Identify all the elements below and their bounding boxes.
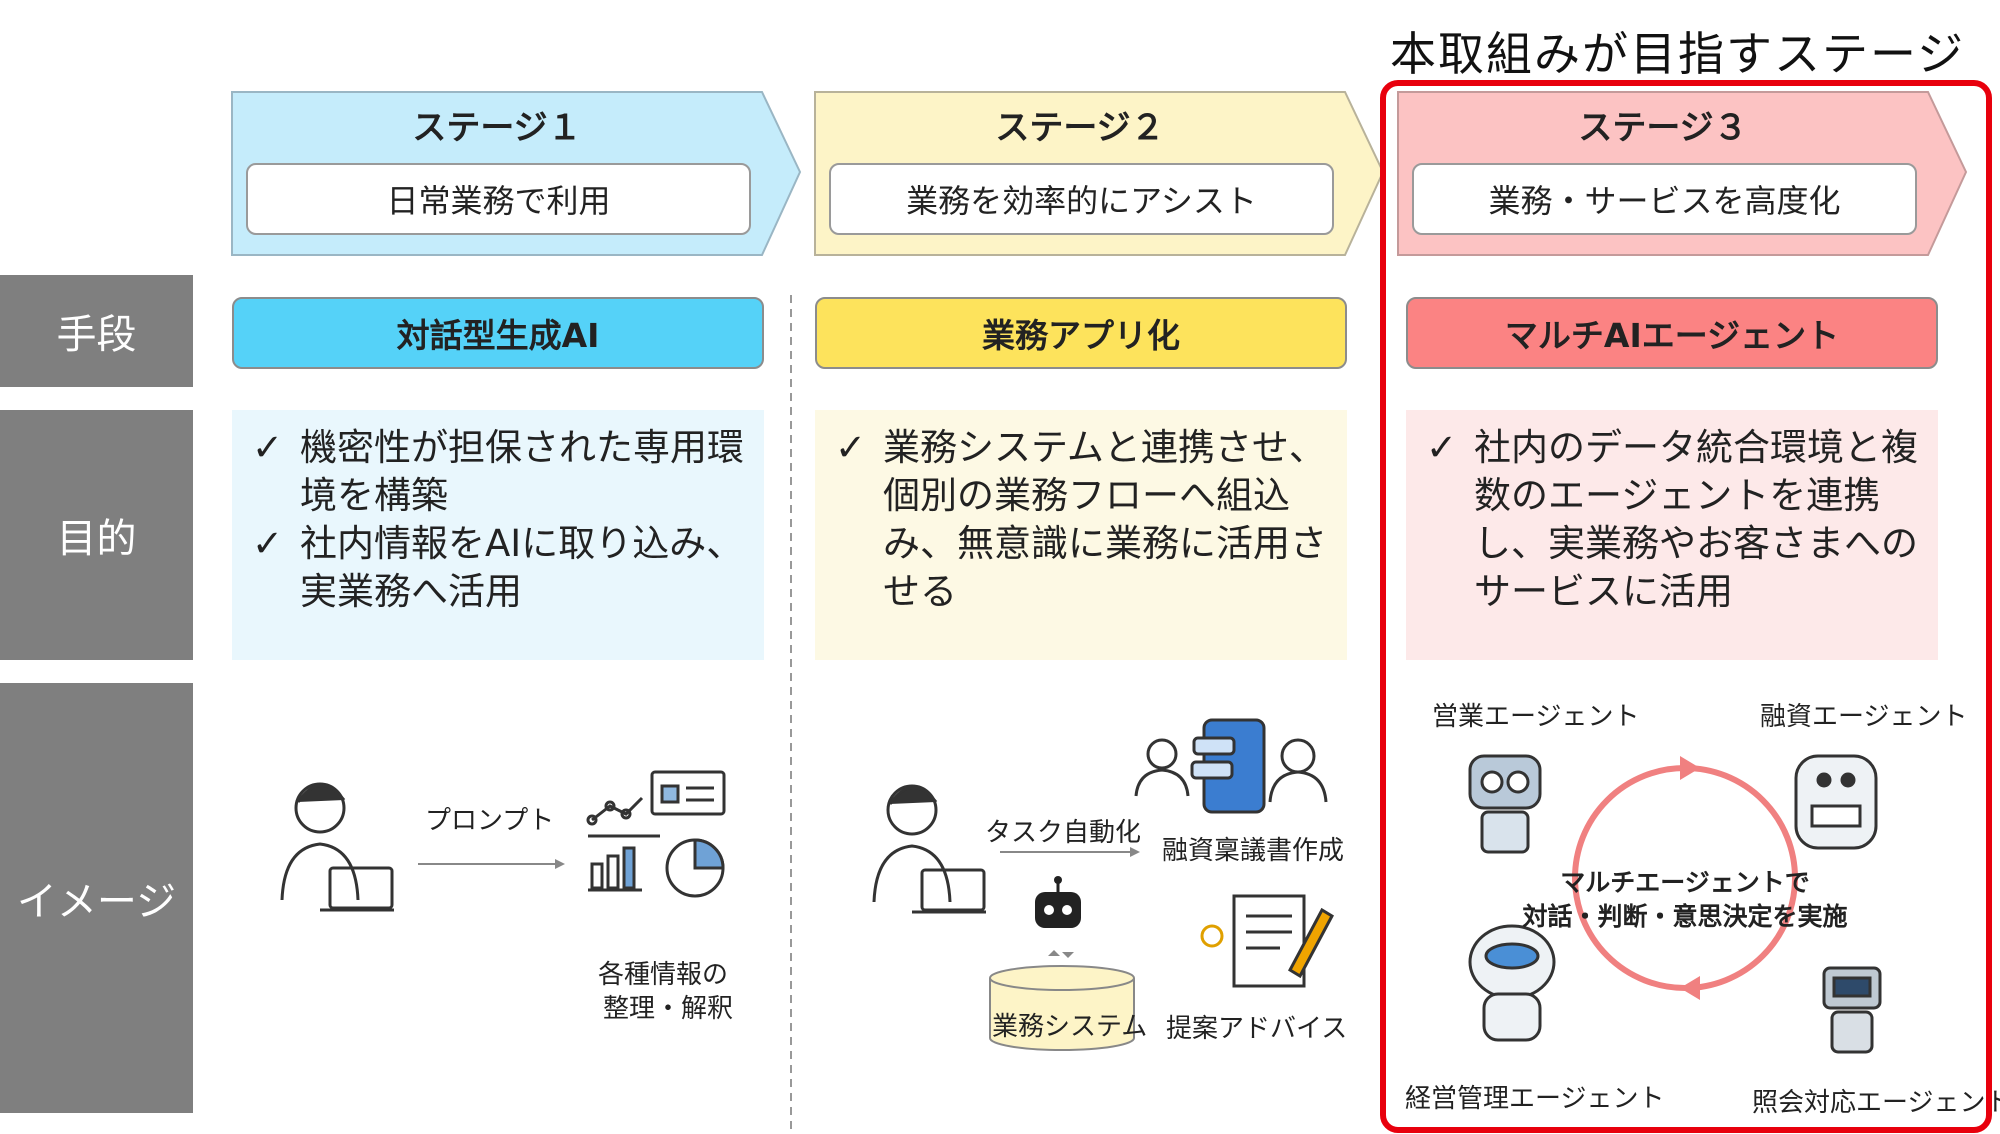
sales-agent-label: 営業エージェント bbox=[1432, 702, 1640, 732]
stage3-title: ステージ３ bbox=[1578, 108, 1748, 148]
sales-agent-robot-icon bbox=[1468, 754, 1542, 854]
loan-document-label: 融資稟議書作成 bbox=[1162, 836, 1345, 866]
stage3-illustration bbox=[1468, 754, 1882, 1054]
finance-agent-robot-icon bbox=[1794, 754, 1878, 850]
multi-agent-caption: マルチエージェントで 対話・判断・意思決定を実施 bbox=[1500, 866, 1870, 934]
document-pencil-icon bbox=[1200, 894, 1334, 988]
multi-agent-caption-line2: 対話・判断・意思決定を実施 bbox=[1522, 902, 1848, 931]
stage1-purpose: ✓ 機密性が担保された専用環境を構築 ✓ 社内情報をAIに取り込み、実業務へ活用 bbox=[232, 410, 764, 660]
row-label-image: イメージ bbox=[0, 683, 193, 1113]
robot-icon bbox=[1035, 876, 1081, 958]
finance-agent-label: 融資エージェント bbox=[1760, 702, 1968, 732]
row-label-purpose: 目的 bbox=[0, 410, 193, 660]
stage3-purpose: ✓ 社内のデータ統合環境と複数のエージェントを連携し、実業務やお客さまへのサービ… bbox=[1406, 410, 1938, 660]
purpose-item: ✓ 業務システムと連携させ、個別の業務フローへ組込み、無意識に業務に活用させる bbox=[835, 424, 1327, 616]
result-label-2: 整理・解釈 bbox=[603, 994, 734, 1024]
stage2-means: 業務アプリ化 bbox=[815, 297, 1347, 369]
stage1-title: ステージ１ bbox=[412, 108, 582, 148]
stage1-means: 対話型生成AI bbox=[232, 297, 764, 369]
business-system-label: 業務システム bbox=[992, 1012, 1148, 1042]
stage1-subtitle: 日常業務で利用 bbox=[246, 163, 751, 235]
chat-people-icon bbox=[1134, 718, 1328, 814]
inquiry-agent-label: 照会対応エージェント bbox=[1752, 1088, 2000, 1118]
management-agent-label: 経営管理エージェント bbox=[1405, 1084, 1665, 1114]
purpose-item: ✓ 社内情報をAIに取り込み、実業務へ活用 bbox=[252, 520, 744, 616]
purpose-item: ✓ 社内のデータ統合環境と複数のエージェントを連携し、実業務やお客さまへのサービ… bbox=[1426, 424, 1918, 616]
proposal-advice-label: 提案アドバイス bbox=[1166, 1014, 1348, 1044]
stage1-illustration bbox=[280, 770, 726, 912]
target-stage-title: 本取組みが目指すステージ bbox=[1390, 27, 1966, 81]
check-icon: ✓ bbox=[835, 426, 867, 469]
stage2-illustration bbox=[872, 718, 1334, 1051]
task-automation-label: タスク自動化 bbox=[985, 818, 1142, 848]
management-agent-robot-icon bbox=[1468, 924, 1556, 1042]
stage3-subtitle: 業務・サービスを高度化 bbox=[1412, 163, 1917, 235]
purpose-item: ✓ 機密性が担保された専用環境を構築 bbox=[252, 424, 744, 520]
row-label-means: 手段 bbox=[0, 275, 193, 387]
check-icon: ✓ bbox=[252, 522, 284, 565]
person-laptop-icon bbox=[872, 784, 986, 914]
check-icon: ✓ bbox=[1426, 426, 1458, 469]
result-label-1: 各種情報の bbox=[598, 960, 729, 990]
prompt-label: プロンプト bbox=[425, 806, 555, 836]
purpose-text: 社内情報をAIに取り込み、実業務へ活用 bbox=[300, 522, 744, 613]
dashboard-chart-icon bbox=[586, 770, 726, 898]
cycle-arrowhead-bottom bbox=[1680, 976, 1700, 1000]
person-laptop-icon bbox=[280, 782, 394, 912]
stage2-title: ステージ２ bbox=[995, 108, 1165, 148]
target-stage-highlight bbox=[1380, 80, 1992, 1133]
multi-agent-caption-line1: マルチエージェントで bbox=[1560, 868, 1810, 897]
purpose-text: 社内のデータ統合環境と複数のエージェントを連携し、実業務やお客さまへのサービスに… bbox=[1474, 426, 1918, 613]
purpose-text: 業務システムと連携させ、個別の業務フローへ組込み、無意識に業務に活用させる bbox=[883, 426, 1327, 613]
check-icon: ✓ bbox=[252, 426, 284, 469]
purpose-text: 機密性が担保された専用環境を構築 bbox=[300, 426, 744, 517]
stage3-means: マルチAIエージェント bbox=[1406, 297, 1938, 369]
database-icon bbox=[989, 965, 1135, 1051]
inquiry-agent-robot-icon bbox=[1822, 966, 1882, 1054]
stage2-purpose: ✓ 業務システムと連携させ、個別の業務フローへ組込み、無意識に業務に活用させる bbox=[815, 410, 1347, 660]
stage2-subtitle: 業務を効率的にアシスト bbox=[829, 163, 1334, 235]
cycle-arrowhead-top bbox=[1680, 756, 1700, 780]
